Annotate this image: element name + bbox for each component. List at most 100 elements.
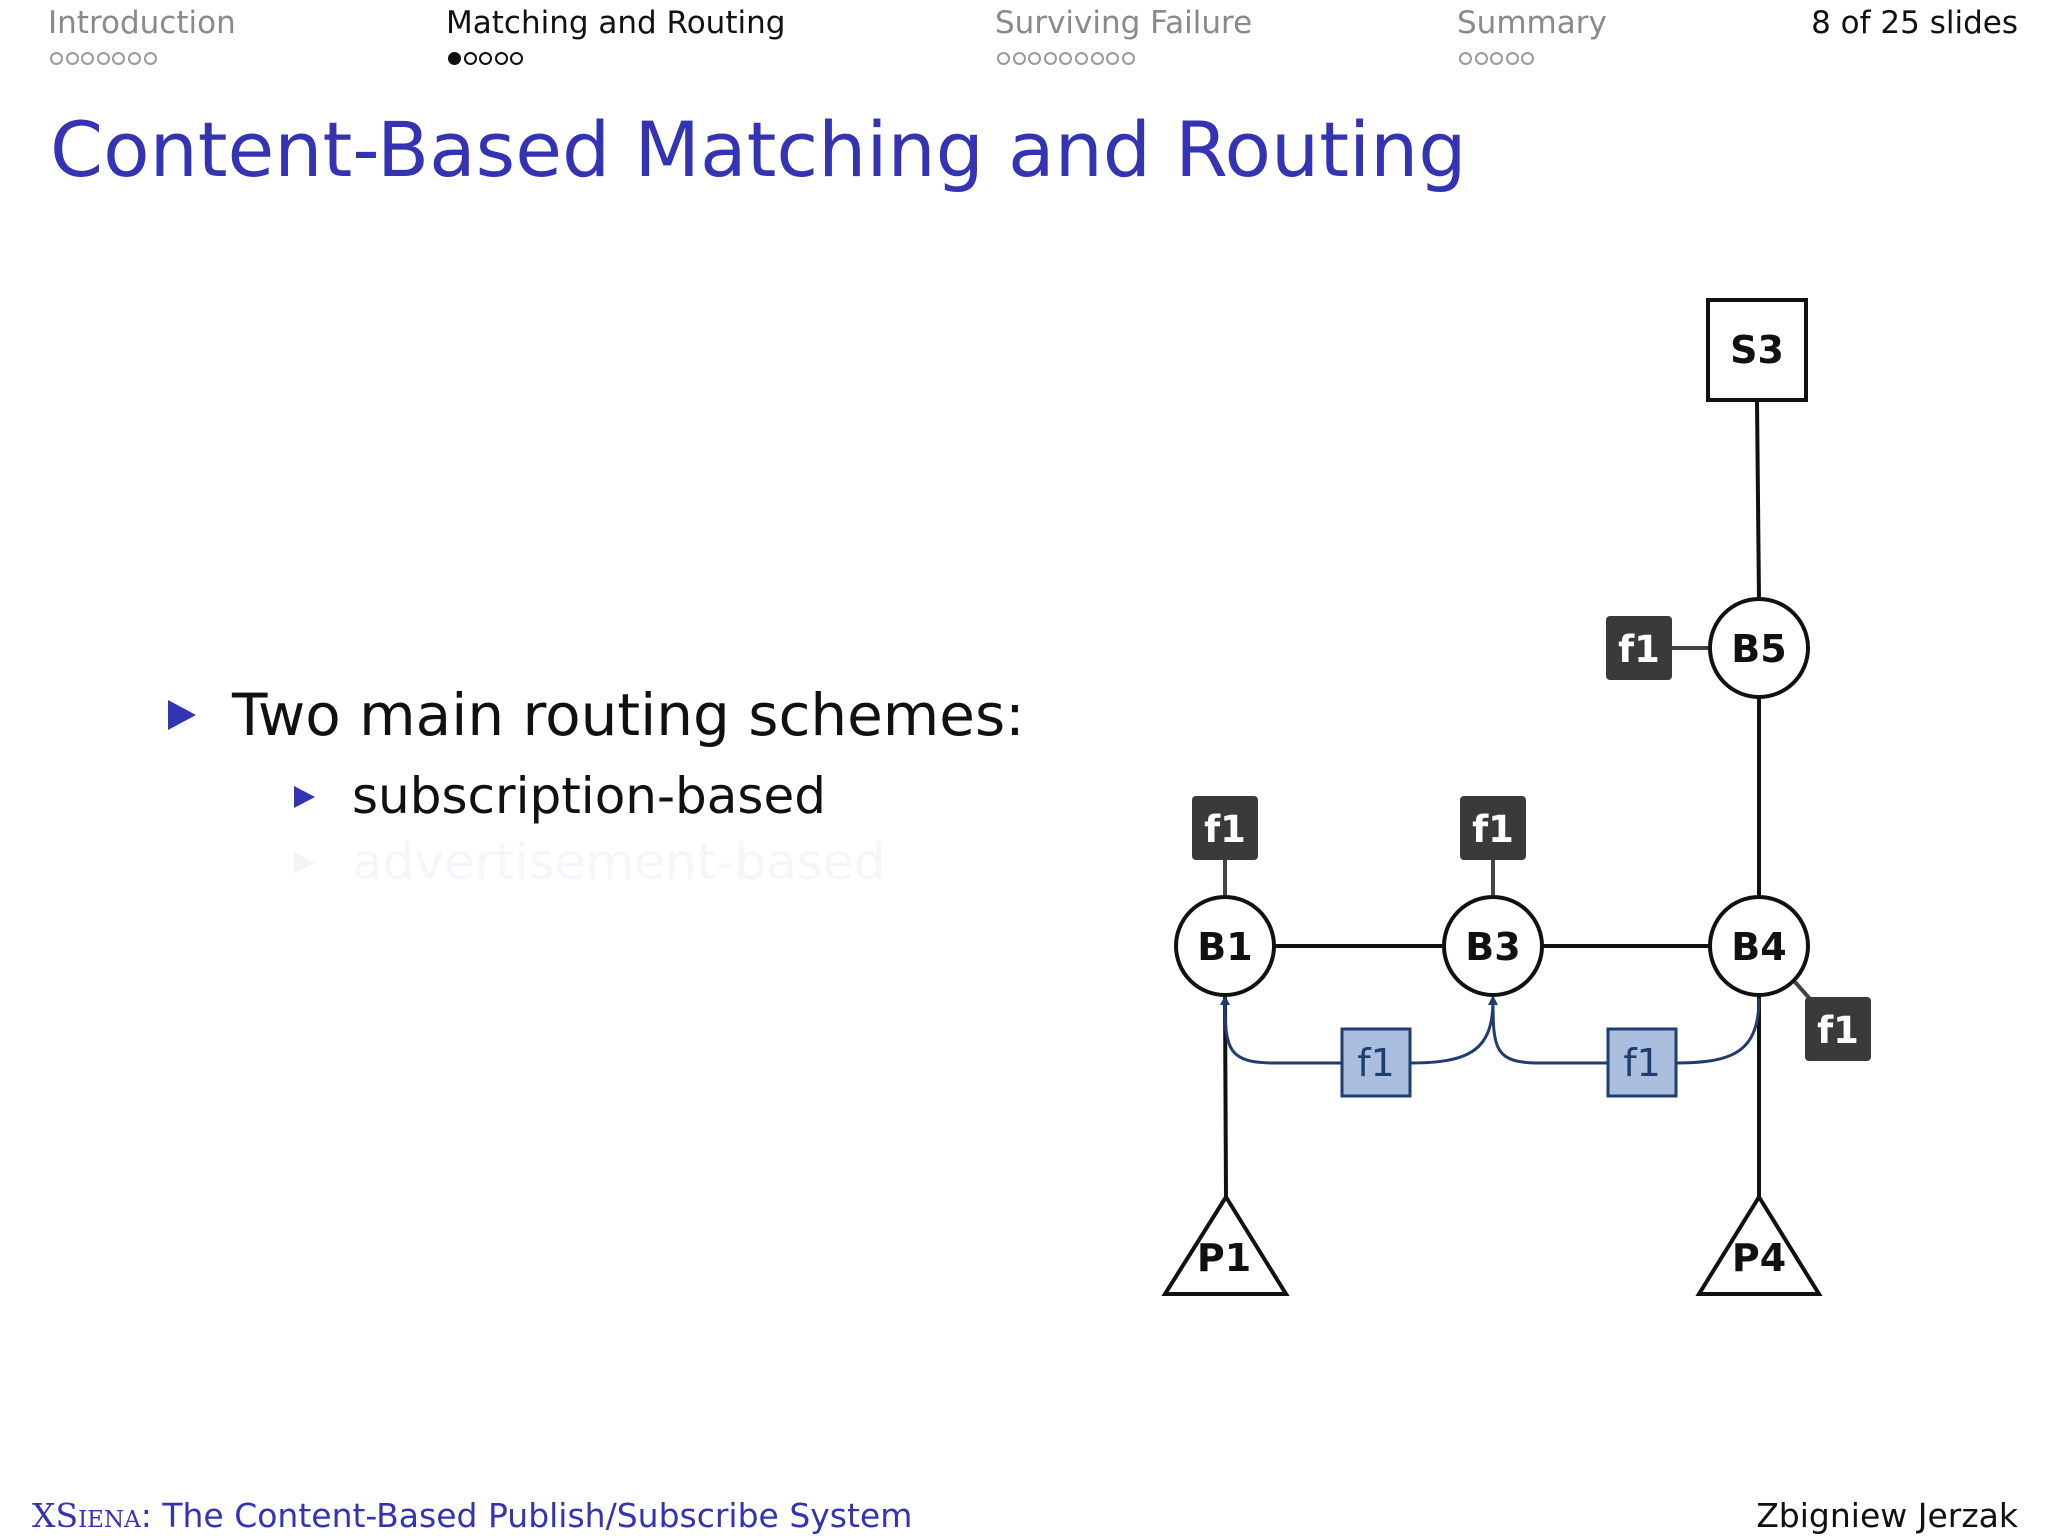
publisher-node-p1: P1 [1161,1193,1290,1296]
edge-s3-b5 [1755,399,1761,601]
filter-label-box [1460,796,1526,860]
broker-node-b4: B4 [1708,895,1810,997]
nav-section-label[interactable]: Matching and Routing [446,5,786,41]
publisher-node-p4: P4 [1695,1193,1823,1296]
broker-circle [1174,895,1276,997]
nav-section-surviving-failure[interactable]: Surviving Failure [995,4,1253,65]
slide-dot[interactable] [479,52,493,65]
subscription-flow [1220,995,1761,1065]
node-label: S3 [1730,328,1784,372]
publisher-triangle [1161,1193,1290,1296]
broker-circle [1708,895,1810,997]
slide-dot[interactable] [127,52,141,65]
node-label: P4 [1732,1236,1786,1280]
nav-section-label[interactable]: Summary [1457,5,1607,41]
bullet-sub-text: subscription-based [352,767,826,825]
slide-dot[interactable] [1521,52,1535,65]
slide-title: Content-Based Matching and Routing [50,105,1467,194]
link-filter-f1: f1 [1340,1027,1412,1098]
broker-node-b5: B5 [1708,597,1810,699]
footer-author: Zbigniew Jerzak [1756,1496,2018,1535]
slide-dot[interactable] [1090,52,1104,65]
node-label: B3 [1465,925,1520,969]
node-label: P1 [1197,1236,1251,1280]
flow-b4-to-f1 [1671,997,1761,1065]
bullet-sub-advertisement: advertisement-based [294,830,1025,894]
filter-box [1340,1027,1412,1098]
bullet-main: Two main routing schemes: [168,680,1025,750]
node-label: B4 [1731,925,1786,969]
slide-dot[interactable] [1106,52,1120,65]
footer-subtitle: : The Content-Based Publish/Subscribe Sy… [140,1496,913,1535]
bullet-list: Two main routing schemes: subscription-b… [168,680,1025,894]
publisher-triangle [1695,1193,1823,1296]
subscriber-node-s3: S3 [1706,298,1808,402]
nav-progress-dots [50,50,159,70]
broker-circle [1708,597,1810,699]
slide-dot[interactable] [1059,52,1073,65]
slide-dot[interactable] [1490,52,1504,65]
slide-dot[interactable] [997,52,1010,65]
nav-section-label[interactable]: Surviving Failure [995,5,1253,41]
slide-counter: 8 of 25 slides [1811,5,2018,41]
node-label: B1 [1197,925,1252,969]
slide-dot[interactable] [510,52,524,65]
nav-section-summary[interactable]: Summary [1457,4,1607,65]
section-navigation: Introduction Matching and Routing Surviv… [0,0,2048,80]
filter-label-text: f1 [1204,808,1246,851]
slide-dot[interactable] [1028,52,1042,65]
broker-circle [1442,895,1544,997]
filter-box-text: f1 [1357,1041,1395,1085]
nav-section-label[interactable]: Introduction [48,5,236,41]
link-filter-f1: f1 [1606,1027,1678,1098]
flow-f1-to-b1 [1220,995,1342,1065]
broker-filter-label-b3: f1 [1460,796,1526,860]
filter-label-box [1192,796,1258,860]
nav-section-introduction[interactable]: Introduction [48,4,236,65]
slide-dot[interactable] [81,52,95,65]
slide-dot[interactable] [143,52,157,65]
node-label: B5 [1731,627,1786,671]
slide-dot[interactable] [1474,52,1488,65]
flow-b3-to-f1 [1409,999,1495,1065]
subscriber-box [1706,298,1808,402]
bullet-triangle-icon [294,852,315,874]
filter-box-text: f1 [1623,1041,1661,1085]
broker-node-b1: B1 [1174,895,1276,997]
nav-progress-dots [448,50,526,70]
filter-label-text: f1 [1817,1009,1859,1052]
bullet-main-text: Two main routing schemes: [232,681,1025,749]
slide-dot[interactable] [1012,52,1026,65]
slide-dot[interactable] [1043,52,1057,65]
footer-system-name: XSiena [32,1496,141,1535]
slide-dot[interactable] [494,52,508,65]
slide-dot[interactable] [112,52,126,65]
nav-progress-dots [1459,50,1537,70]
nav-progress-dots [997,50,1137,70]
slide-dot[interactable] [96,52,110,65]
bullet-sub-subscription: subscription-based [294,764,1025,828]
bullet-triangle-icon [294,786,315,808]
broker-filter-label-b5: f1 [1606,616,1672,680]
filter-label-box [1805,997,1871,1061]
broker-node-b3: B3 [1442,895,1544,997]
slide-dot[interactable] [463,52,477,65]
footer-presentation-title: XSiena: The Content-Based Publish/Subscr… [32,1496,912,1536]
flow-f1-to-b3 [1488,995,1608,1065]
slide-dot[interactable] [1121,52,1135,65]
slide-dot[interactable] [50,52,63,65]
slide-dot[interactable] [1459,52,1472,65]
slide-dot[interactable] [65,52,79,65]
filter-label-box [1606,616,1672,680]
bullet-triangle-icon [168,700,196,730]
nav-section-matching-and-routing[interactable]: Matching and Routing [446,4,786,65]
bullet-sub-text: advertisement-based [352,833,886,891]
slide-dot[interactable] [1074,52,1088,65]
broker-filter-label-b1: f1 [1192,796,1258,860]
filter-box [1606,1027,1678,1098]
current-slide-dot[interactable] [448,52,461,65]
slide-dot[interactable] [1505,52,1519,65]
broker-filter-label-b4: f1 [1805,997,1871,1061]
filter-label-text: f1 [1472,808,1514,851]
